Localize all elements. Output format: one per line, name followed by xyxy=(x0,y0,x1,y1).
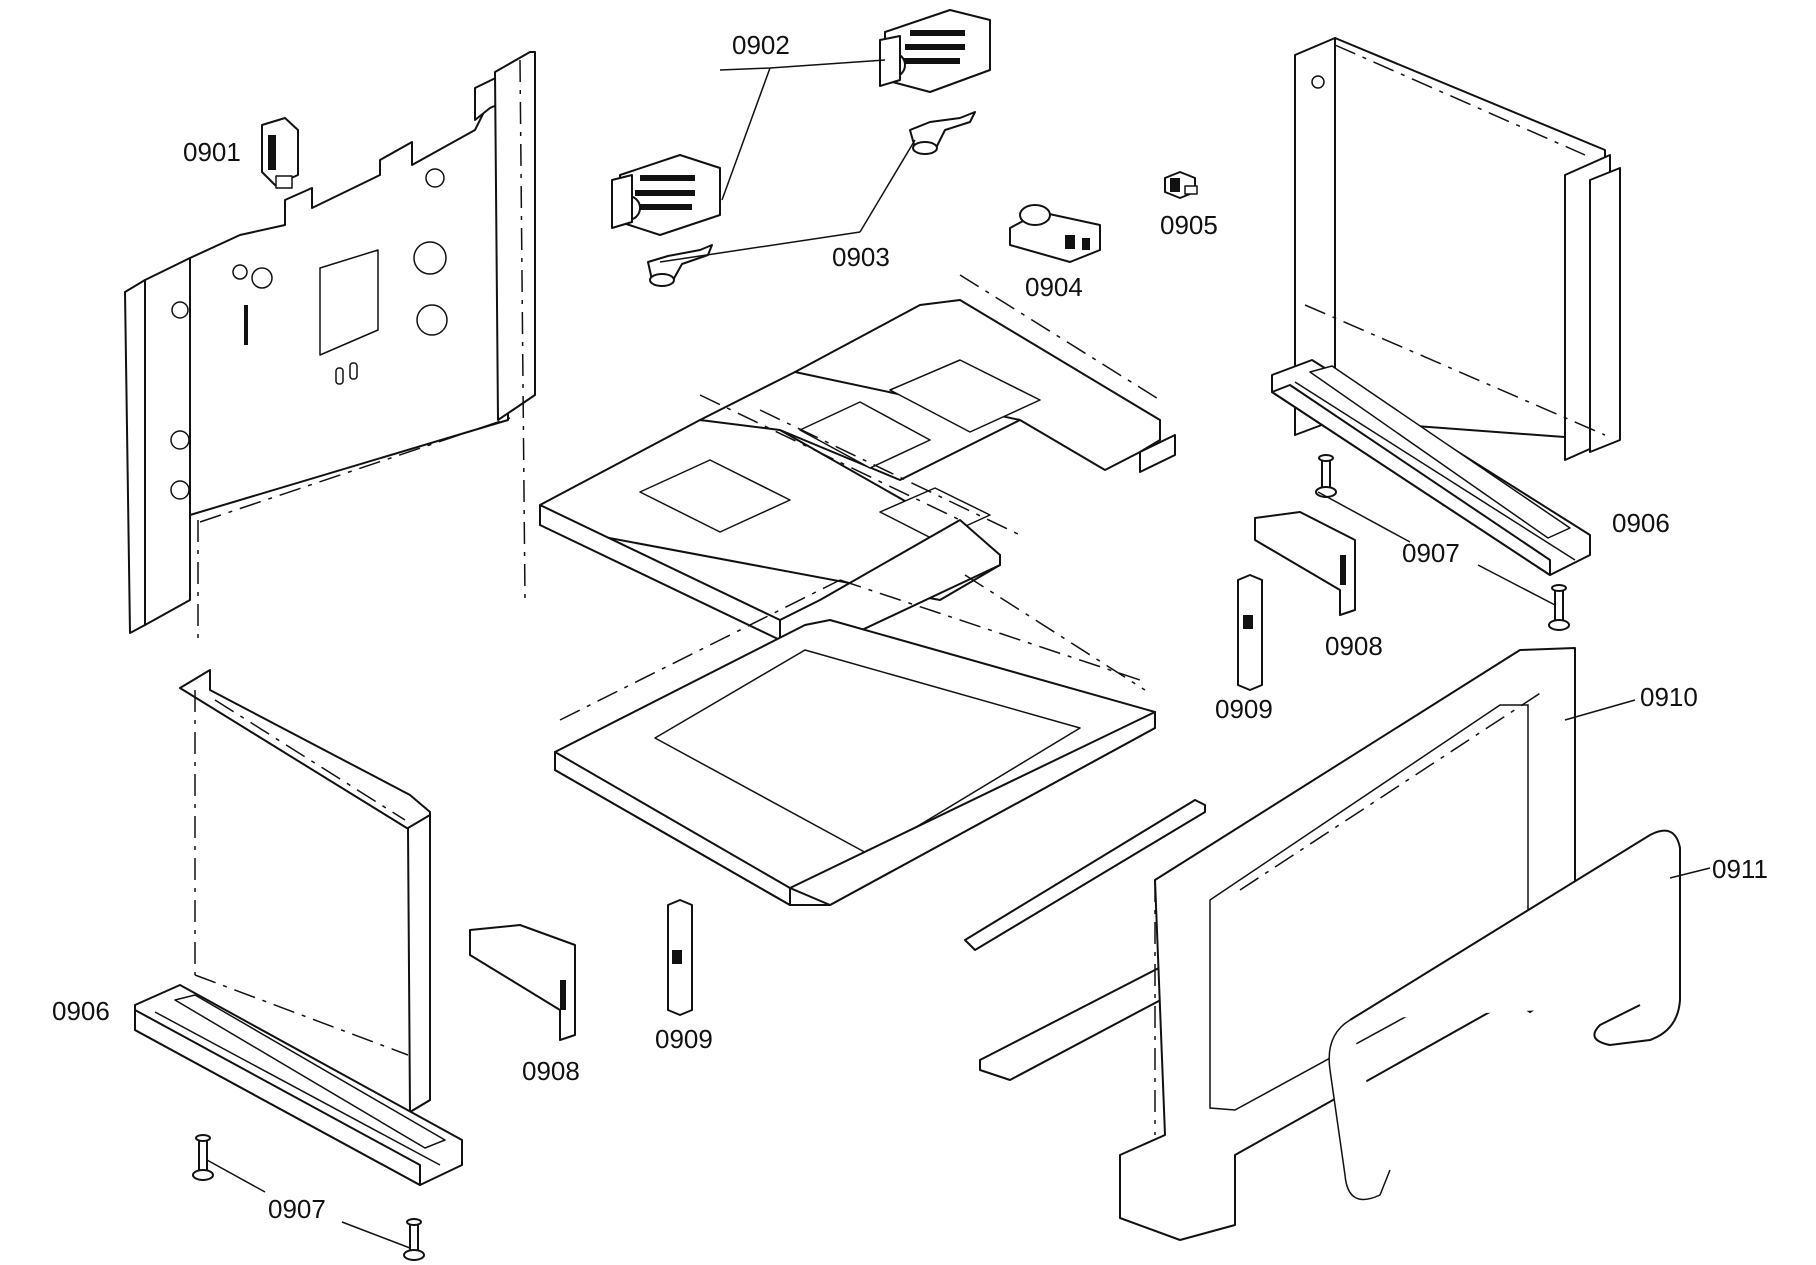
callout-0904: 0904 xyxy=(1025,272,1083,302)
left-side-panel[interactable] xyxy=(124,51,536,640)
callout-0906-right: 0906 xyxy=(1612,508,1670,538)
callout-0908-left: 0908 xyxy=(522,1056,580,1086)
part-0905-switch[interactable] xyxy=(1164,171,1198,199)
part-0907-leg-left-lower[interactable] xyxy=(403,1218,425,1261)
callout-labels: 0901 0902 0903 0904 0905 0906 0907 0908 … xyxy=(52,30,1768,1224)
callout-0910: 0910 xyxy=(1640,682,1698,712)
part-0904-control[interactable] xyxy=(1009,204,1101,263)
part-0907-leg-right-lower[interactable] xyxy=(1548,584,1570,631)
part-0903-bracket-upper[interactable] xyxy=(909,111,976,155)
part-0910-front-frame[interactable] xyxy=(1119,647,1576,1241)
right-side-panel[interactable] xyxy=(1294,37,1621,461)
part-0901-switch[interactable] xyxy=(261,117,299,189)
part-0909-hinge-left[interactable] xyxy=(667,899,693,1016)
part-0902-motor-lower[interactable] xyxy=(611,154,721,236)
callout-0905: 0905 xyxy=(1160,210,1218,240)
part-0908-bracket-left[interactable] xyxy=(469,924,576,1041)
callout-0907-left: 0907 xyxy=(268,1194,326,1224)
callout-0901: 0901 xyxy=(183,137,241,167)
part-0911-handle[interactable] xyxy=(1328,829,1681,1201)
callout-0908-right: 0908 xyxy=(1325,631,1383,661)
part-0909-hinge-right[interactable] xyxy=(1237,574,1263,691)
leader-lines xyxy=(206,59,1711,1249)
part-0906-base-rail-left[interactable] xyxy=(134,984,463,1186)
part-0908-bracket-right[interactable] xyxy=(1254,511,1356,616)
cooktop-chassis-upper[interactable] xyxy=(539,274,1176,646)
callout-0909-left: 0909 xyxy=(655,1024,713,1054)
callout-0903: 0903 xyxy=(832,242,890,272)
callout-0907-right: 0907 xyxy=(1402,538,1460,568)
callout-0906-left: 0906 xyxy=(52,996,110,1026)
part-0907-leg-right-upper[interactable] xyxy=(1315,454,1337,498)
cooktop-chassis-lower[interactable] xyxy=(554,574,1156,906)
part-0907-leg-left-upper[interactable] xyxy=(192,1134,214,1181)
callout-0909-right: 0909 xyxy=(1215,694,1273,724)
part-0903-bracket-lower[interactable] xyxy=(647,244,713,287)
callout-0911: 0911 xyxy=(1712,854,1768,884)
front-cross-rail-upper[interactable] xyxy=(964,799,1206,951)
left-lower-side-panel[interactable] xyxy=(179,669,431,1113)
part-0906-base-rail-right[interactable] xyxy=(1271,359,1591,576)
part-0902-motor-upper[interactable] xyxy=(879,9,991,93)
callout-0902: 0902 xyxy=(732,30,790,60)
